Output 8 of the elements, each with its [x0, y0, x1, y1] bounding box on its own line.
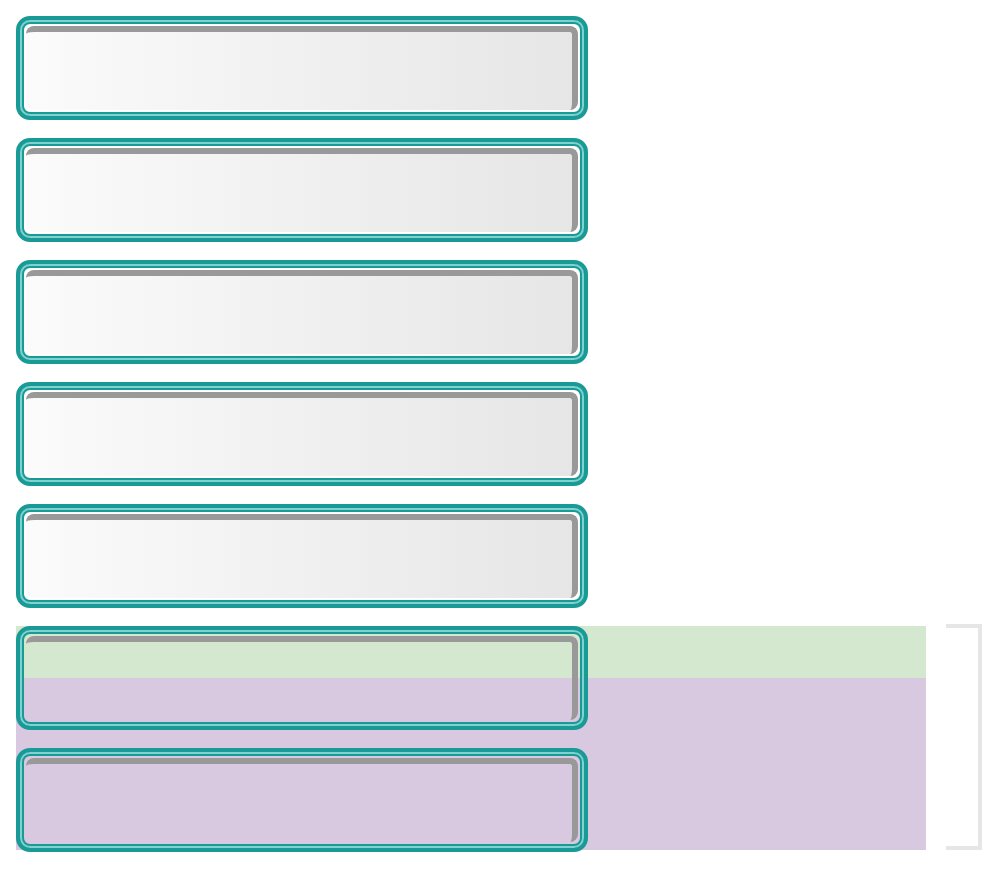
rounded-box [16, 138, 588, 242]
rounded-box [16, 504, 588, 608]
rounded-box [16, 748, 588, 852]
rounded-box [16, 626, 588, 730]
bracket [946, 624, 982, 850]
rounded-box [16, 382, 588, 486]
rounded-box [16, 16, 588, 120]
rounded-box [16, 260, 588, 364]
